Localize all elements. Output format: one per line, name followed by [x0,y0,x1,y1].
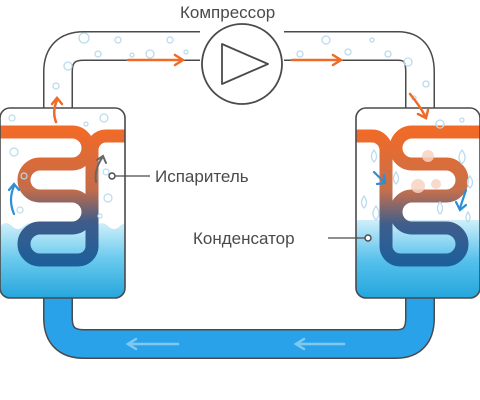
evaporator-bubbles [8,113,113,219]
evaporator-label: Испаритель [155,167,249,186]
evaporator-tank [0,107,126,299]
liquid-return-pipe [43,296,435,359]
liquid-flow-arrows [7,170,468,216]
condenser-label: Конденсатор [193,229,295,248]
pipe-bubbles [52,32,430,101]
return-flow-arrows [125,337,346,351]
gas-pipe [43,31,435,108]
evaporator-coil-visible [0,125,125,267]
condenser-tank [355,107,480,299]
gas-blobs [411,150,441,193]
condensation-drops [360,117,474,223]
compressor [201,23,283,105]
compressor-label: Компрессор [180,3,276,22]
condenser-coil [356,125,480,267]
compressor-play-icon [221,43,269,85]
hot-gas-flow-arrows [50,53,430,124]
label-leaders [108,172,372,242]
evaporator-gray-arrow [94,154,107,183]
